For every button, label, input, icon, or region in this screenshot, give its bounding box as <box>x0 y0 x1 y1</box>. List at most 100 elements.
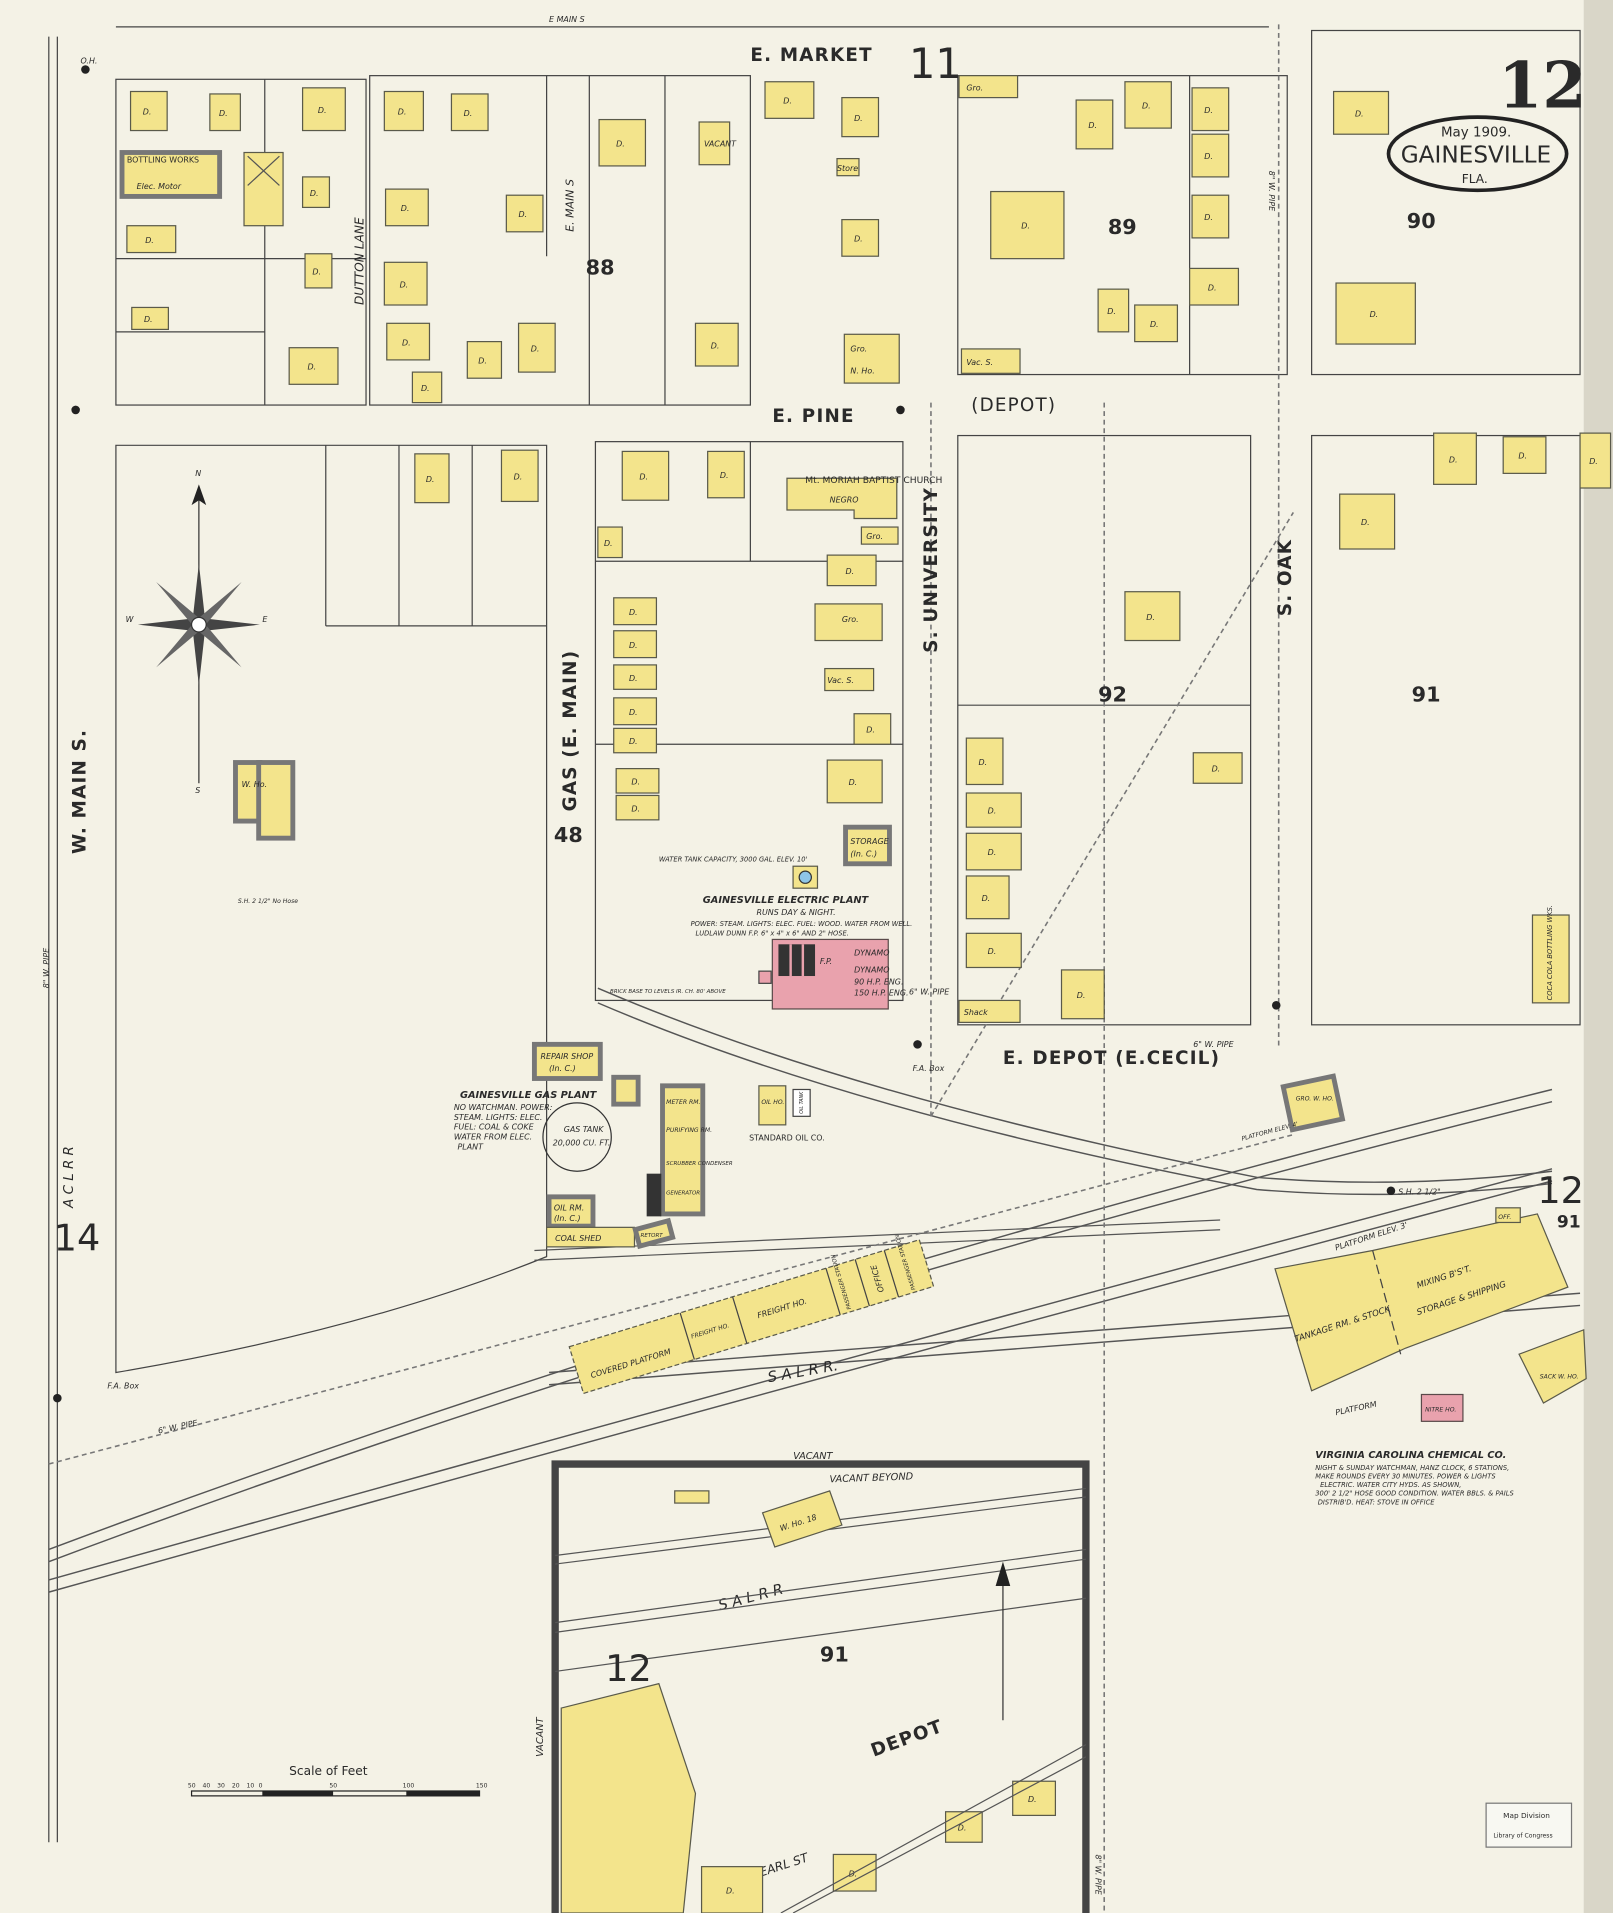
fire-alarm-box-2[interactable]: F.A. Box <box>913 1064 945 1073</box>
dwelling-label: D. <box>982 894 991 903</box>
dwelling-label: D. <box>312 268 321 277</box>
pipe-label-inset: 8" W. PIPE <box>1094 1854 1103 1894</box>
inset-building <box>674 1490 710 1504</box>
boiler-block <box>778 944 816 977</box>
scale-tick-label: 50 <box>188 1782 196 1789</box>
adjacent-sheet-west[interactable]: 14 <box>54 1217 101 1260</box>
dwelling <box>1060 969 1105 1020</box>
dwelling <box>613 727 658 754</box>
fire-alarm-box-1[interactable]: F.A. Box <box>107 1381 139 1390</box>
dwelling-label: D. <box>1361 518 1370 527</box>
dwelling <box>1134 304 1179 343</box>
hydrant-icon-5 <box>1271 1001 1281 1010</box>
dwelling <box>613 597 658 626</box>
dwelling-label: D. <box>988 848 997 857</box>
w-ho-building <box>233 760 263 824</box>
small-gas-building <box>611 1074 641 1107</box>
scale-tick-label: 150 <box>476 1782 488 1789</box>
shack-label: Shack <box>964 1008 988 1017</box>
dwelling-label: D. <box>629 608 638 617</box>
chemical-co-name: VIRGINIA CAROLINA CHEMICAL CO. <box>1315 1450 1506 1461</box>
dwelling <box>383 261 428 306</box>
w-ho-label: W. Ho. <box>242 780 268 789</box>
dwelling <box>383 90 424 132</box>
dwelling-label: D. <box>519 210 528 219</box>
negro-house-label: N. Ho. <box>850 366 874 375</box>
dwelling-label: D. <box>629 708 638 717</box>
dwelling <box>853 713 892 745</box>
compass-rose: N E W S <box>126 469 268 795</box>
brick-base-label: BRICK BASE TO LEVELS IR. CH. 80' ABOVE <box>610 989 726 995</box>
oil-tank <box>792 1088 811 1117</box>
inset-warehouse <box>761 1490 843 1548</box>
coca-cola-label: COCA COLA BOTTLING WKS. <box>1546 905 1554 1000</box>
street-e-pine: E. PINE <box>772 406 854 427</box>
dwelling <box>1124 81 1172 129</box>
dwelling <box>707 450 745 499</box>
generator-label: GENERATOR <box>666 1190 700 1196</box>
dwelling <box>615 794 660 821</box>
meter-room-label: METER RM. <box>666 1099 700 1106</box>
stamp-line2: Library of Congress <box>1493 1832 1552 1839</box>
dwelling-label: D. <box>629 641 638 650</box>
sheet-number: 12 <box>1498 47 1586 122</box>
dwelling-label: D. <box>421 384 430 393</box>
stamp-line1: Map Division <box>1503 1811 1550 1820</box>
title-city: GAINESVILLE <box>1401 141 1551 168</box>
dwelling-label: D. <box>1355 110 1364 119</box>
dwellings-layer: D. D. D. D. D. D. D. D. D. D. D. D. D. D. D. D. D. D. D. D.… <box>126 81 1612 1913</box>
dwelling <box>1124 591 1181 642</box>
dwelling-label: D. <box>854 114 863 123</box>
inset-large-building <box>560 1682 697 1913</box>
inset-vacant-side: VACANT <box>535 1716 546 1756</box>
dwelling-label: D. <box>531 344 540 353</box>
dwelling-label: D. <box>219 109 228 118</box>
dwelling-label: D. <box>1212 765 1221 774</box>
dwelling-label: D. <box>402 338 411 347</box>
paper-edge <box>1583 0 1613 1913</box>
adjacent-sheet-north[interactable]: 11 <box>909 39 962 88</box>
dwelling <box>613 630 658 659</box>
gas-tank-capacity: 20,000 CU. FT. <box>553 1139 611 1148</box>
block-outlines <box>115 29 1581 1374</box>
dynamo-2: DYNAMO <box>854 965 889 974</box>
dwelling <box>826 554 877 587</box>
dwelling-label: D. <box>478 357 487 366</box>
dwelling <box>304 253 333 289</box>
adjacent-sheet-inset[interactable]: 12 <box>605 1647 652 1690</box>
cistern-label: S.H. 2 1/2" No Hose <box>238 898 298 905</box>
adjacent-sheet-east[interactable]: 12 <box>1537 1169 1584 1212</box>
title-cartouche: 12 May 1909. GAINESVILLE FLA. <box>1386 47 1587 193</box>
dwelling-label: D. <box>1589 457 1598 466</box>
vac-store-label: Vac. S. <box>966 358 993 367</box>
scale-tick-label: 50 <box>329 1782 337 1789</box>
dwelling <box>1191 133 1230 178</box>
dwelling-label: D. <box>631 777 640 786</box>
elec-motor-label: Elec. Motor <box>137 182 182 191</box>
grocery-building-2 <box>814 603 883 642</box>
w-ho-building-2 <box>256 760 296 841</box>
pipe-label-oak: 8" W. PIPE <box>1267 171 1276 211</box>
adjacent-block-east: 91 <box>1557 1212 1581 1232</box>
dwelling-label: D. <box>639 472 648 481</box>
storage-label: STORAGE <box>850 837 888 846</box>
dwelling <box>386 322 431 361</box>
dwelling-label: D. <box>1150 320 1159 329</box>
railroad-station: COVERED PLATFORM FREIGHT HO. FREIGHT HO.… <box>568 1234 935 1395</box>
street-e-main-s-inner: E. MAIN S <box>563 179 576 232</box>
dwelling <box>466 340 503 379</box>
storage-building <box>843 824 892 867</box>
dwelling <box>131 306 169 331</box>
north-arrow-icon <box>995 1561 1011 1587</box>
church-label: Mt. MORIAH BAPTIST CHURCH <box>805 476 942 486</box>
dwelling-label: D. <box>307 363 316 372</box>
dwelling-label: D. <box>631 804 640 813</box>
bottling-works-building <box>119 150 223 199</box>
dwelling-label: D. <box>1028 1795 1037 1804</box>
dwelling-label: D. <box>726 1886 735 1895</box>
gas-tank-label: GAS TANK <box>564 1125 605 1134</box>
gas-works-building <box>660 1083 706 1217</box>
street-label-e-main-top: E MAIN S <box>549 15 585 24</box>
hydrant-icon-4 <box>913 1040 922 1049</box>
